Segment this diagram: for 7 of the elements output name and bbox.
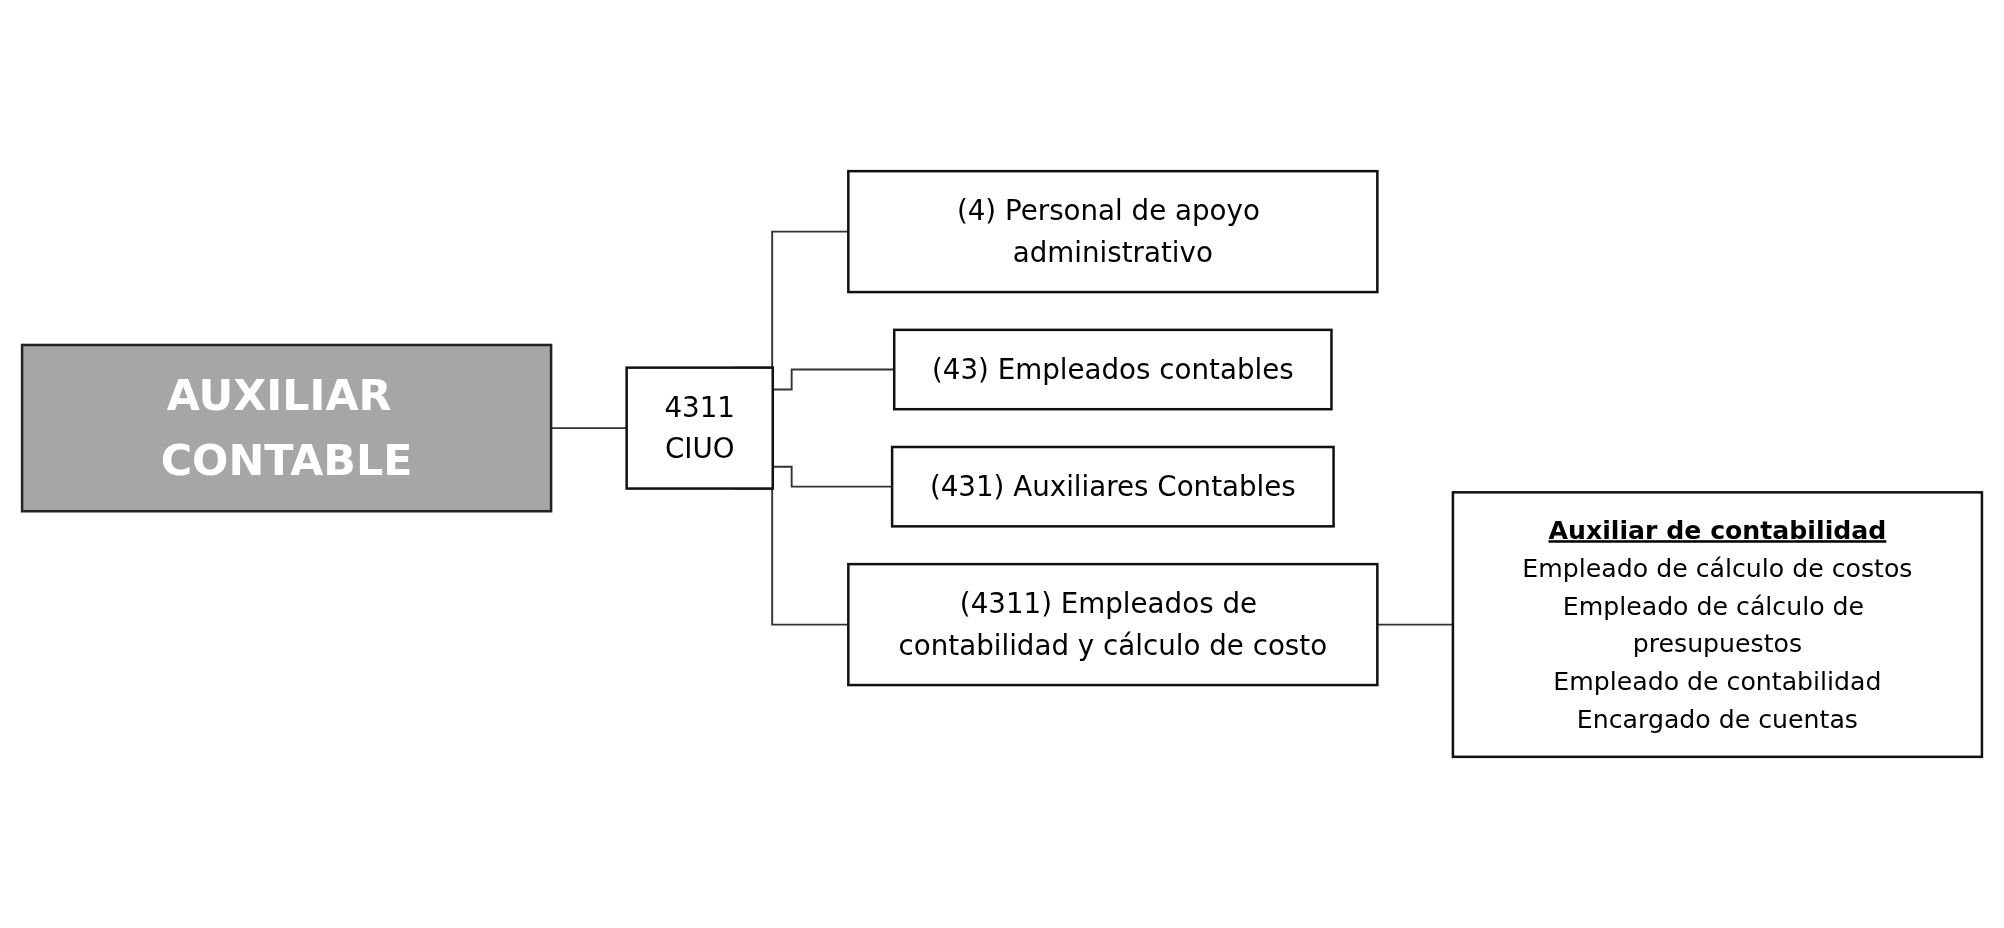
node-box: (43) Empleados contables	[892, 328, 1333, 411]
node-box: (4311) Empleados de contabilidad y cálculo de costo	[847, 562, 1379, 687]
node-box: (4) Personal de apoyo administrativo	[847, 169, 1379, 294]
node-box: (431) Auxiliares Contables	[890, 445, 1335, 528]
node-box: 4311 CIUO	[625, 366, 774, 490]
node-box: Auxiliar de contabilidad Empleado de cálculo de costos Empleado de cálculo de presupuestos Empleado de contabilidad Encargado de cuentas	[1451, 491, 1984, 759]
node-box: AUXILIAR CONTABLE	[20, 343, 553, 513]
